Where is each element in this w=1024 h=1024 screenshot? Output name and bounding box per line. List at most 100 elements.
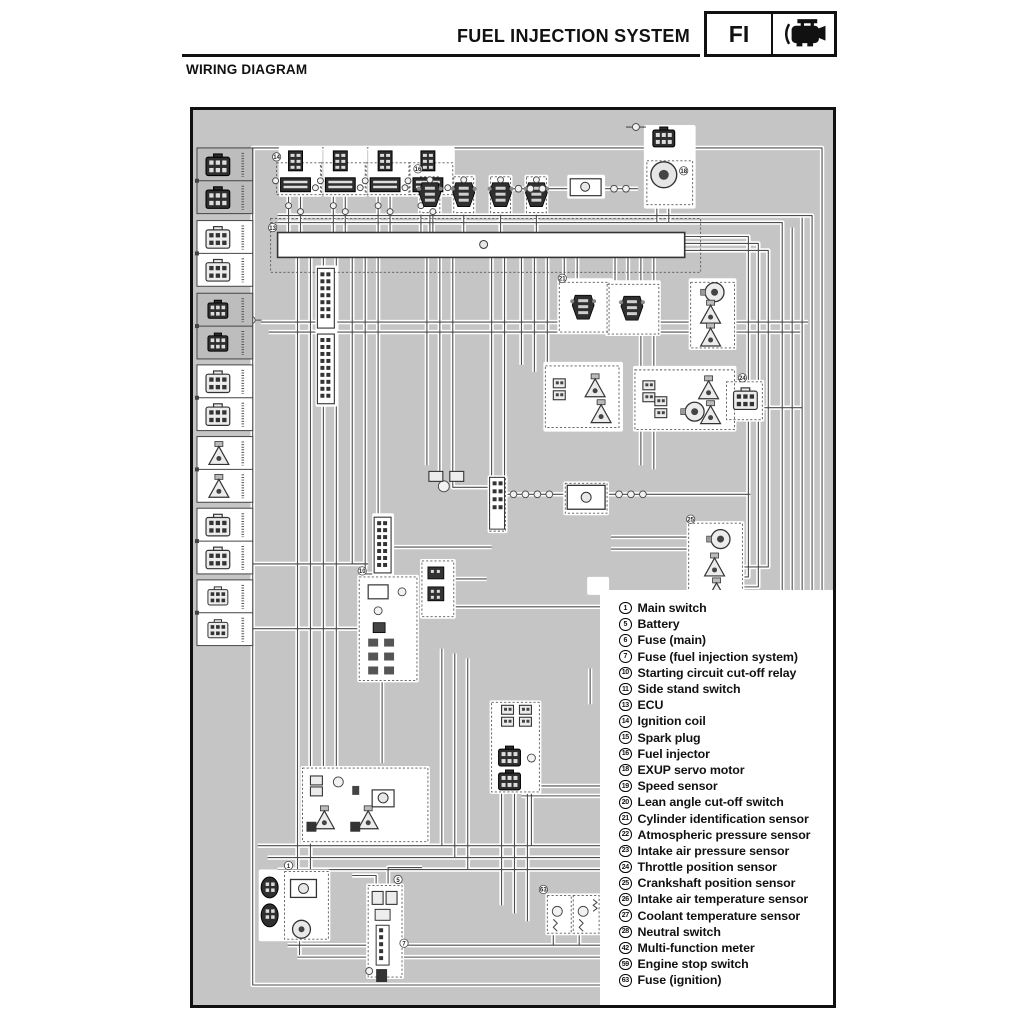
legend-item-label: EXUP servo motor (637, 762, 745, 777)
legend-item-label: Coolant temperature sensor (637, 908, 801, 923)
svg-text:21: 21 (559, 277, 566, 283)
legend-box: 1 Main switch 5 Battery 6 Fuse (main) 7 … (600, 590, 833, 1005)
legend-item: 24 Throttle position sensor (619, 859, 833, 875)
legend-item: 7 Fuse (fuel injection system) (619, 649, 833, 665)
legend-item-number: 14 (619, 715, 632, 728)
legend-item: 59 Engine stop switch (619, 956, 833, 972)
legend-item-label: Battery (637, 617, 680, 632)
legend-item-number: 59 (619, 957, 632, 971)
legend-item-label: Fuse (fuel injection system) (637, 649, 798, 664)
side-stand-connector (427, 566, 445, 602)
page-title: FUEL INJECTION SYSTEM (457, 26, 690, 46)
legend-item-label: Lean angle cut-off switch (637, 795, 784, 810)
legend-item-number: 6 (619, 634, 632, 647)
svg-text:16: 16 (415, 167, 422, 173)
legend-item-label: Engine stop switch (637, 957, 749, 972)
svg-text:63: 63 (540, 888, 547, 894)
top-connector-row (514, 178, 630, 197)
legend-item-label: Cylinder identification sensor (637, 811, 809, 826)
svg-text:13: 13 (269, 226, 276, 232)
legend-item-label: Speed sensor (637, 779, 718, 794)
legend-item: 5 Battery (619, 616, 833, 632)
legend-item: 23 Intake air pressure sensor (619, 843, 833, 859)
ignition-fuse-pair (551, 898, 598, 932)
legend-item-label: Crankshaft position sensor (637, 876, 796, 891)
svg-text:24: 24 (739, 376, 746, 382)
legend-item-number: 26 (619, 893, 632, 906)
legend-item-number: 19 (619, 779, 632, 793)
legend-item: 10 Starting circuit cut-off relay (619, 665, 833, 681)
legend-item-label: Intake air temperature sensor (637, 892, 809, 907)
legend-item-number: 63 (619, 974, 632, 987)
legend-item: 27 Coolant temperature sensor (619, 908, 833, 924)
legend-item-number: 20 (619, 796, 632, 809)
wiring-diagram-graphic: 13 14 16 18 21 24 25 10 1 5 63 7 (194, 123, 833, 1005)
section-heading: WIRING DIAGRAM (186, 62, 308, 77)
svg-text:25: 25 (687, 517, 694, 523)
exup-servo-motor (650, 126, 678, 189)
chapter-tab-label: FI (728, 20, 750, 47)
legend-item: 28 Neutral switch (619, 924, 833, 940)
legend-item: 42 Multi-function meter (619, 940, 833, 956)
legend-item: 20 Lean angle cut-off switch (619, 794, 833, 810)
svg-text:14: 14 (273, 155, 280, 161)
legend-item-number: 18 (619, 763, 632, 777)
legend-item-label: Atmospheric pressure sensor (637, 827, 811, 842)
engine-icon-graphic (784, 19, 825, 47)
legend-item-number: 25 (619, 877, 632, 890)
legend-item-number: 5 (619, 618, 632, 631)
title-rule (182, 54, 700, 57)
ignition-coils (272, 150, 452, 216)
legend-item: 14 Ignition coil (619, 713, 833, 729)
legend-item: 63 Fuse (ignition) (619, 972, 833, 988)
svg-text:10: 10 (359, 569, 366, 575)
junction-pin-strip (316, 267, 335, 405)
legend-item-number: 11 (619, 682, 632, 696)
legend-item: 21 Cylinder identification sensor (619, 810, 833, 826)
svg-text:1: 1 (287, 864, 291, 870)
legend-item: 1 Main switch (619, 600, 833, 616)
legend-item: 13 ECU (619, 697, 833, 713)
legend-item: 19 Speed sensor (619, 778, 833, 794)
wiring-diagram-panel: 13 14 16 18 21 24 25 10 1 5 63 7 1 Main … (190, 107, 836, 1008)
legend-item-number: 10 (619, 666, 632, 680)
legend-item-label: Main switch (637, 601, 707, 616)
legend-item-label: Starting circuit cut-off relay (637, 665, 797, 680)
legend-item-label: Neutral switch (637, 924, 721, 939)
legend-item-label: Spark plug (637, 730, 701, 745)
legend-item: 25 Crankshaft position sensor (619, 875, 833, 891)
legend-item-number: 16 (619, 747, 632, 761)
svg-text:7: 7 (402, 941, 406, 947)
main-switch-cluster (260, 876, 318, 939)
legend-item: 18 EXUP servo motor (619, 762, 833, 778)
battery-fuse-column (365, 890, 398, 983)
chapter-tab: FI (704, 11, 837, 57)
mid-pin-strip (373, 516, 392, 574)
lean-angle-neutral-cluster (306, 775, 395, 832)
bottom-right-connector-cluster (498, 704, 536, 791)
legend-item-number: 15 (619, 731, 632, 744)
legend-item-number: 1 (619, 601, 632, 615)
legend-item-label: Fuse (ignition) (637, 973, 722, 988)
legend-item: 15 Spark plug (619, 730, 833, 746)
svg-text:18: 18 (680, 169, 687, 175)
legend-item-number: 13 (619, 698, 632, 712)
legend-item-number: 28 (619, 925, 632, 939)
legend-item-number: 21 (619, 812, 632, 825)
legend-item: 6 Fuse (main) (619, 632, 833, 648)
legend-item-label: Ignition coil (637, 714, 706, 729)
legend-item-label: Fuel injector (637, 746, 710, 761)
starting-circuit-cutoff-relay (367, 584, 407, 675)
connector-bus (428, 470, 647, 530)
legend-item-number: 27 (619, 909, 632, 922)
legend-item: 22 Atmospheric pressure sensor (619, 827, 833, 843)
legend-item-number: 22 (619, 828, 632, 841)
ecu-block (276, 231, 686, 259)
legend-item-label: Intake air pressure sensor (637, 843, 790, 858)
legend-item-number: 24 (619, 860, 632, 874)
component-ref-bubbles: 13 14 16 18 21 24 25 10 1 5 63 7 (268, 152, 748, 948)
legend-item-label: ECU (637, 698, 664, 713)
fuel-injectors (416, 176, 550, 208)
svg-text:5: 5 (396, 878, 400, 884)
